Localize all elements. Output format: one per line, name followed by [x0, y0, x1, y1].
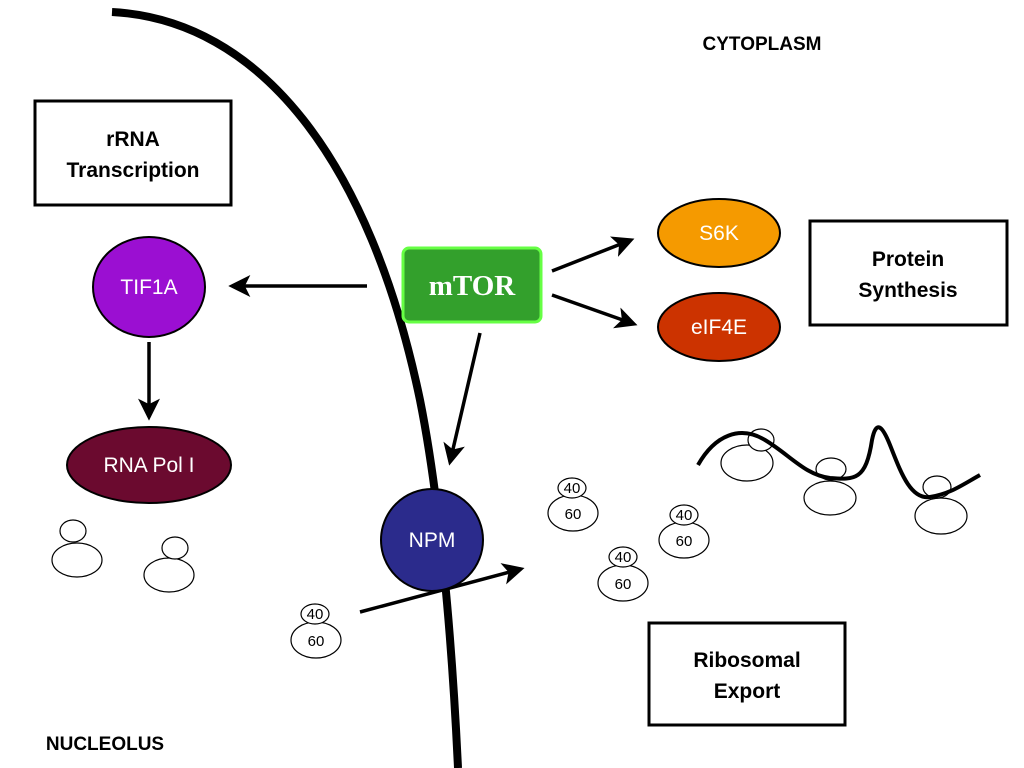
nucleolar-ribosome-2 [143, 536, 195, 593]
mrna-strand [696, 425, 981, 500]
polysome-ribosome-large [803, 480, 857, 516]
subunit-40-label: 40 [676, 507, 693, 524]
s6k-node: S6K [657, 198, 781, 268]
cytoplasm-label: CYTOPLASM [703, 34, 822, 55]
arrow-mtor-to-s6k [551, 236, 635, 273]
rna-pol-node: RNA Pol I [66, 426, 232, 504]
subunit-60-label: 60 [676, 533, 693, 550]
arrow-mtor-to-eif4e [551, 293, 638, 329]
rrna-transcription-box: rRNA Transcription [33, 99, 233, 207]
eif4e-node: eIF4E [657, 292, 781, 362]
rrna-transcription-line2: Transcription [66, 159, 199, 182]
npm-node: NPM [380, 488, 484, 592]
mtor-label: mTOR [429, 270, 517, 302]
ribosome-cytoplasm-1: 40 60 [547, 477, 599, 532]
nucleolus-label: NUCLEOLUS [46, 734, 164, 755]
subunit-60-label: 60 [308, 633, 325, 650]
nuclear-envelope [111, 8, 462, 768]
protein-synthesis-box: Protein Synthesis [808, 219, 1009, 327]
rrna-transcription-line1: rRNA [106, 128, 160, 151]
ribosome-cytoplasm-3: 40 60 [597, 546, 649, 602]
mrna-polysome [696, 425, 981, 535]
subunit-40-label: 40 [615, 549, 632, 566]
ribosomal-export-line1: Ribosomal [693, 649, 800, 672]
protein-synthesis-line1: Protein [872, 248, 944, 271]
tif1a-label: TIF1A [120, 276, 177, 299]
ribosomal-export-box: Ribosomal Export [647, 621, 847, 727]
tif1a-node: TIF1A [92, 236, 206, 338]
protein-synthesis-line2: Synthesis [858, 279, 957, 302]
arrow-mtor-to-npm [443, 332, 482, 466]
nucleolar-ribosome-1 [51, 519, 103, 578]
subunit-60-label: 60 [565, 506, 582, 523]
npm-label: NPM [409, 529, 456, 552]
polysome-ribosome-large [914, 497, 968, 535]
mtor-node: mTOR [401, 246, 543, 324]
ribosome-nucleolus: 40 60 [290, 603, 342, 659]
subunit-40-label: 40 [307, 606, 324, 623]
subunit-40-label: 40 [564, 480, 581, 497]
s6k-label: S6K [699, 222, 739, 245]
eif4e-label: eIF4E [691, 316, 747, 339]
rna-pol-label: RNA Pol I [103, 454, 194, 477]
subunit-60-label: 60 [615, 576, 632, 593]
ribosomal-export-line2: Export [714, 680, 781, 703]
ribosome-cytoplasm-2: 40 60 [658, 504, 710, 559]
polysome-ribosome-large [720, 444, 774, 482]
